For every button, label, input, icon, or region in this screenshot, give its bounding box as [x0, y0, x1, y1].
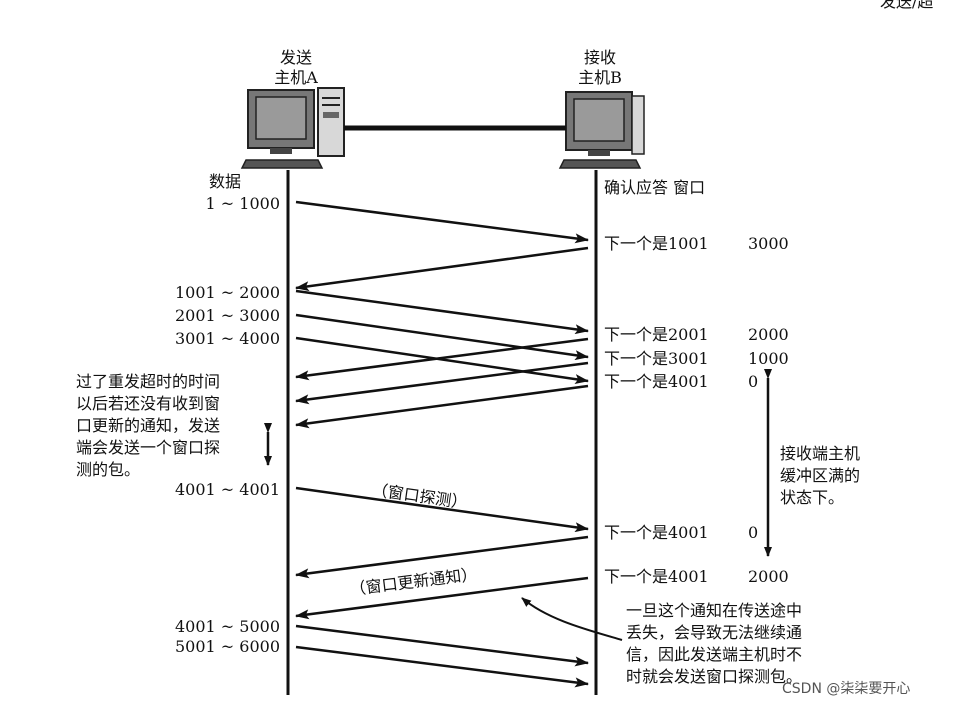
host-a-label-line1: 发送 — [279, 48, 312, 67]
window-value: 2000 — [748, 567, 789, 586]
segment-label: 5001 ~ 6000 — [174, 637, 280, 656]
ack-label: 下一个是4001 — [604, 523, 709, 542]
data-column-header: 数据 — [209, 172, 242, 191]
window-value: 2000 — [748, 325, 789, 344]
retransmit-timeout-note: 过了重发超时的时间 以后若还没有收到窗 口更新的通知，发送 端会发送一个窗口探 … — [76, 372, 221, 479]
ack-label: 下一个是2001 — [604, 325, 709, 344]
arrow-window-probe — [295, 486, 589, 533]
ack-label: 下一个是1001 — [604, 234, 709, 253]
ack-label: 下一个是3001 — [604, 349, 709, 368]
csdn-watermark: CSDN @柒柒要开心 — [782, 681, 911, 697]
buffer-full-note: 接收端主机 缓冲区满的 状态下。 — [780, 444, 861, 507]
arrow-ack-4001-probe-reply — [295, 535, 589, 579]
host-b-label-line2: 主机B — [578, 68, 622, 87]
ack-label: 下一个是4001 — [604, 372, 709, 391]
segment-label: 3001 ~ 4000 — [174, 329, 280, 348]
host-a-computer-icon — [240, 87, 345, 169]
data-arrows — [295, 200, 589, 688]
window-value: 0 — [748, 372, 759, 391]
arrow-seg-2001-3000 — [295, 313, 589, 361]
segment-label: 1 ~ 1000 — [205, 194, 280, 213]
arrow-seg-1-1000 — [295, 200, 589, 244]
segment-label: 4001 ~ 5000 — [174, 617, 280, 636]
top-right-fragment: 发送/超 — [880, 0, 934, 11]
arrow-seg-1001-2000 — [295, 289, 589, 335]
arrow-seg-4001-5000 — [295, 624, 589, 667]
host-a-label-line2: 主机A — [274, 68, 318, 87]
arrow-ack-2001 — [295, 337, 589, 381]
arrow-seg-3001-4000 — [295, 336, 589, 385]
segment-label: 2001 ~ 3000 — [174, 306, 280, 325]
arrow-ack-3001 — [295, 361, 589, 405]
arrow-ack-4001 — [295, 384, 589, 429]
lost-notification-pointer — [521, 597, 623, 641]
host-b-computer-icon — [558, 91, 645, 169]
segment-label: 4001 ~ 4001 — [174, 480, 280, 499]
ack-arrows — [295, 246, 589, 620]
window-value: 3000 — [748, 234, 789, 253]
arrow-seg-5001-6000 — [295, 645, 589, 688]
ack-window-column-header: 确认应答 窗口 — [604, 178, 706, 197]
segment-label: 1001 ~ 2000 — [174, 283, 280, 302]
host-b-label-line1: 接收 — [583, 48, 616, 67]
ack-label: 下一个是4001 — [604, 567, 709, 586]
window-value: 1000 — [748, 349, 789, 368]
window-value: 0 — [748, 523, 759, 542]
arrow-ack-1001 — [295, 246, 589, 292]
arrow-window-update — [295, 576, 589, 620]
lost-notification-note: 一旦这个通知在传送途中 丢失，会导致无法继续通 信，因此发送端主机时不 时就会发… — [626, 601, 803, 686]
